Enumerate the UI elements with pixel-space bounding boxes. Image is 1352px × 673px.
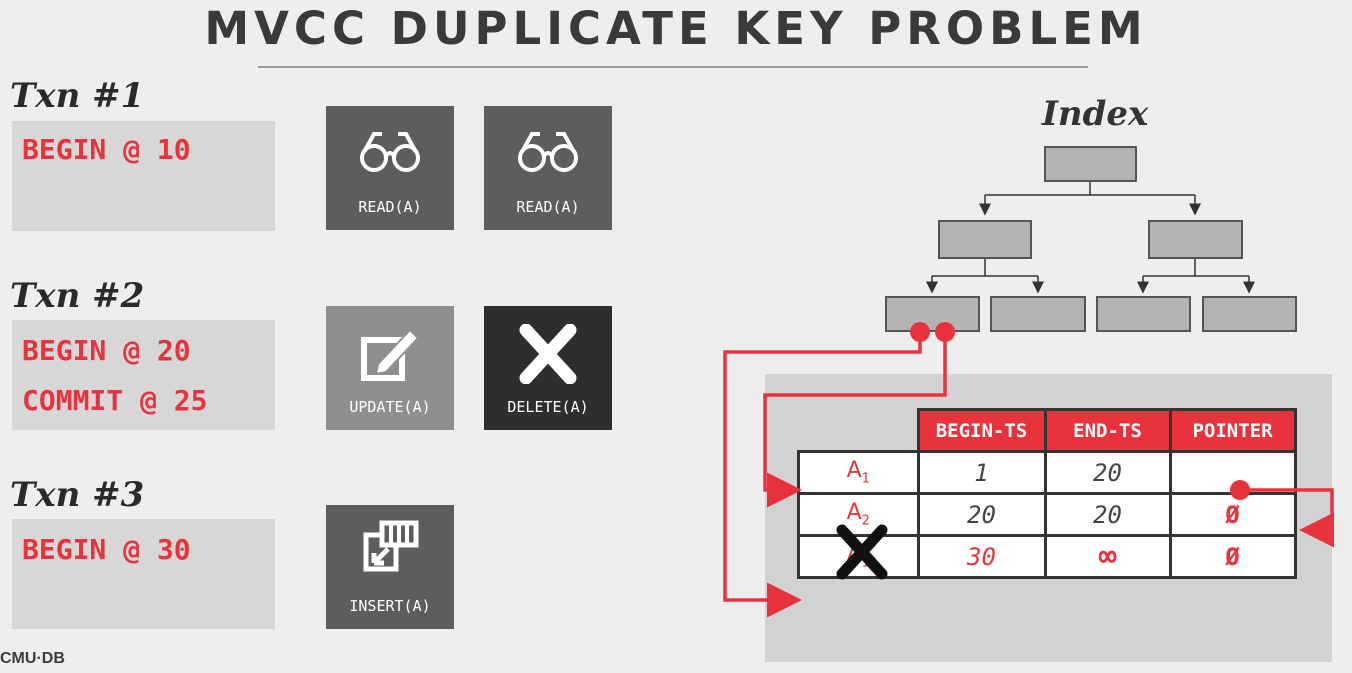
glasses-icon [360,132,420,172]
txn-1-line-1: BEGIN @ 10 [22,133,191,166]
table-row: A1 30 ∞ Ø [797,534,1297,579]
delete-a-op: DELETE(A) [484,306,612,430]
cmu-db-logo: CMU·DB [0,650,65,667]
row-2-begin: 20 [916,492,1047,537]
x-icon [519,324,577,384]
insert-icon [363,520,419,572]
row-3-begin: 30 [916,534,1047,579]
txn-3-line-1: BEGIN @ 30 [22,533,191,566]
txn-3-box: BEGIN @ 30 [12,519,275,629]
insert-a-op: INSERT(A) [326,505,454,629]
index-leaf-node-1 [885,296,980,332]
deleted-x-icon [836,524,888,580]
table-row: A1 1 20 [797,450,1297,495]
txn-1-box: BEGIN @ 10 [12,121,275,231]
read-a-label-1: READ(A) [358,198,422,216]
edit-icon [361,328,420,381]
index-pointer-dot-1 [910,322,930,342]
row-1-key: A1 [797,450,920,495]
insert-a-label: INSERT(A) [349,597,431,615]
read-a-op-1: READ(A) [326,106,454,230]
txn-3-label: Txn #3 [10,475,145,515]
read-a-label-2: READ(A) [516,198,580,216]
table-row: A2 20 20 Ø [797,492,1297,537]
txn-1-label: Txn #1 [10,76,145,116]
txn-2-label: Txn #2 [10,276,145,316]
row-2-key: A2 [797,492,920,537]
txn-2-line-2: COMMIT @ 25 [22,384,208,417]
title-divider [258,66,1088,68]
delete-a-label: DELETE(A) [507,398,589,416]
header-begin-ts: BEGIN-TS [916,408,1047,453]
header-pointer: POINTER [1168,408,1297,453]
row-3-pointer: Ø [1168,534,1297,579]
index-leaf-node-3 [1096,296,1191,332]
read-a-op-2: READ(A) [484,106,612,230]
index-root-node [1044,146,1137,182]
header-end-ts: END-TS [1043,408,1172,453]
update-a-op: UPDATE(A) [326,306,454,430]
row-1-pointer-dot [1230,480,1250,500]
row-1-begin: 1 [916,450,1047,495]
update-a-label: UPDATE(A) [349,398,431,416]
index-pointer-dot-2 [935,322,955,342]
index-label: Index [1042,94,1149,134]
version-table: BEGIN-TS END-TS POINTER A1 1 20 A2 20 20… [797,408,1297,579]
glasses-icon [518,132,578,172]
index-leaf-node-2 [990,296,1086,332]
row-3-end: ∞ [1043,534,1172,579]
index-inner-node-right [1148,220,1243,259]
index-leaf-node-4 [1202,296,1297,332]
txn-2-line-1: BEGIN @ 20 [22,334,191,367]
txn-2-box: BEGIN @ 20 COMMIT @ 25 [12,320,275,430]
index-inner-node-left [938,220,1032,259]
row-2-end: 20 [1043,492,1172,537]
row-1-end: 20 [1043,450,1172,495]
page-title: MVCC DUPLICATE KEY PROBLEM [204,2,1148,55]
